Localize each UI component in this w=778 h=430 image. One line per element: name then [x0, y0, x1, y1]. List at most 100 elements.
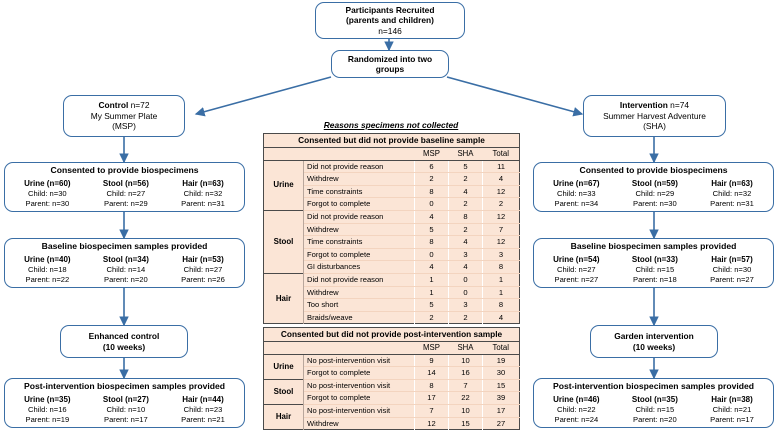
table-caption-row: Consented but did not provide post-inter…	[263, 327, 520, 342]
value-sha: 3	[448, 298, 483, 312]
value-sha: 16	[448, 366, 483, 380]
specimen-col-hair: Hair (n=53) Child: n=27 Parent: n=26	[181, 255, 225, 286]
recruited-line2: (parents and children)	[346, 15, 434, 26]
specimen-col-hair: Hair (n=44) Child: n=23 Parent: n=21	[181, 395, 225, 426]
specimen-parent: Parent: n=22	[25, 275, 70, 285]
specimen-parent: Parent: n=18	[633, 275, 677, 285]
intervention-baseline-columns: Urine (n=54) Child: n=27 Parent: n=27 St…	[537, 255, 770, 286]
specimen-col-stool: Stool (n=56) Child: n=27 Parent: n=29	[103, 179, 149, 210]
value-msp: 7	[414, 403, 449, 418]
randomized-line2: groups	[375, 64, 405, 74]
value-total: 3	[481, 248, 520, 262]
specimen-child: Child: n=21	[712, 405, 752, 415]
reason-label: Forgot to complete	[303, 248, 415, 262]
specimen-child: Child: n=14	[106, 265, 146, 275]
value-sha: 4	[448, 260, 483, 274]
value-total: 4	[481, 172, 520, 186]
specimen-col-urine: Urine (n=67) Child: n=33 Parent: n=34	[553, 179, 599, 210]
specimen-parent: Parent: n=26	[181, 275, 225, 285]
value-msp: 5	[414, 298, 449, 312]
value-sha: 3	[448, 248, 483, 262]
value-total: 8	[481, 260, 520, 274]
specimen-name: Hair (n=63)	[182, 178, 224, 188]
value-sha: 2	[448, 223, 483, 237]
box-control-consented: Consented to provide biospecimens Urine …	[4, 162, 245, 212]
box-participants-recruited: Participants Recruited (parents and chil…	[315, 2, 465, 39]
specimen-child: Child: n=30	[712, 265, 752, 275]
control-post-header: Post-intervention biospecimen samples pr…	[23, 380, 226, 391]
specimen-parent: Parent: n=30	[25, 199, 70, 209]
reasons-title: Reasons specimens not collected	[323, 120, 459, 130]
specimen-parent: Parent: n=27	[554, 275, 599, 285]
specimen-name: Urine (n=35)	[24, 394, 71, 404]
recruited-line1: Participants Recruited	[345, 4, 435, 15]
value-msp: 4	[414, 260, 449, 274]
specimen-child: Child: n=27	[106, 189, 146, 199]
specimen-col-urine: Urine (n=40) Child: n=18 Parent: n=22	[24, 255, 70, 286]
specimen-child: Child: n=32	[712, 189, 752, 199]
specimen-label: Stool	[263, 378, 304, 405]
specimen-name: Urine (n=60)	[24, 178, 71, 188]
table-caption: Consented but did not provide post-inter…	[263, 327, 520, 342]
specimen-col-urine: Urine (n=35) Child: n=16 Parent: n=19	[24, 395, 70, 426]
specimen-label: Hair	[263, 403, 304, 430]
value-sha: 7	[448, 378, 483, 393]
value-total: 7	[481, 223, 520, 237]
col-header-msp: MSP	[414, 147, 449, 161]
value-total: 30	[481, 366, 520, 380]
reason-label: No post-intervention visit	[303, 353, 415, 368]
specimen-col-urine: Urine (n=54) Child: n=27 Parent: n=27	[553, 255, 599, 286]
box-control-post-intervention: Post-intervention biospecimen samples pr…	[4, 378, 245, 428]
reason-label: Did not provide reason	[303, 272, 415, 287]
specimen-name: Stool (n=56)	[102, 178, 149, 188]
col-header-sha: SHA	[448, 147, 483, 161]
value-sha: 4	[448, 235, 483, 249]
specimen-name: Urine (n=40)	[24, 254, 71, 264]
specimen-parent: Parent: n=20	[633, 415, 677, 425]
specimen-parent: Parent: n=17	[710, 415, 754, 425]
value-total: 15	[481, 378, 520, 393]
specimen-parent: Parent: n=24	[554, 415, 599, 425]
reason-label: Withdrew	[303, 223, 415, 237]
reason-label: No post-intervention visit	[303, 378, 415, 393]
box-randomized: Randomized into two groups	[331, 50, 449, 78]
value-sha: 10	[448, 353, 483, 368]
intervention-arm-n: n=74	[667, 100, 690, 111]
value-total: 12	[481, 185, 520, 199]
value-sha: 2	[448, 197, 483, 211]
specimen-child: Child: n=18	[28, 265, 67, 275]
box-enhanced-control: Enhanced control (10 weeks)	[60, 325, 188, 358]
specimen-col-stool: Stool (n=33) Child: n=15 Parent: n=18	[632, 255, 678, 286]
value-total: 1	[481, 286, 520, 300]
reason-label: Withdrew	[303, 286, 415, 300]
box-intervention-arm: Intervention n=74 Summer Harvest Adventu…	[583, 95, 726, 137]
reasons-post-table-wrap: Consented but did not provide post-inter…	[263, 327, 521, 430]
specimen-name: Urine (n=67)	[553, 178, 600, 188]
specimen-label: Urine	[263, 353, 304, 380]
specimen-child: Child: n=27	[557, 265, 596, 275]
arrow-randomized-to-intervention	[446, 76, 584, 117]
arrow-randomized-to-control	[194, 76, 332, 117]
specimen-parent: Parent: n=29	[104, 199, 148, 209]
reason-label: No post-intervention visit	[303, 403, 415, 418]
control-phase-line2: (10 weeks)	[102, 341, 146, 352]
specimen-parent: Parent: n=27	[710, 275, 754, 285]
value-total: 12	[481, 209, 520, 224]
specimen-name: Hair (n=38)	[711, 394, 753, 404]
specimen-label: Hair	[263, 272, 304, 324]
value-msp: 5	[414, 223, 449, 237]
specimen-name: Hair (n=53)	[182, 254, 224, 264]
value-total: 19	[481, 353, 520, 368]
value-msp: 17	[414, 391, 449, 405]
specimen-col-urine: Urine (n=46) Child: n=22 Parent: n=24	[553, 395, 599, 426]
value-sha: 4	[448, 185, 483, 199]
value-total: 2	[481, 197, 520, 211]
col-header-total: Total	[482, 341, 520, 355]
value-msp: 9	[414, 353, 449, 368]
